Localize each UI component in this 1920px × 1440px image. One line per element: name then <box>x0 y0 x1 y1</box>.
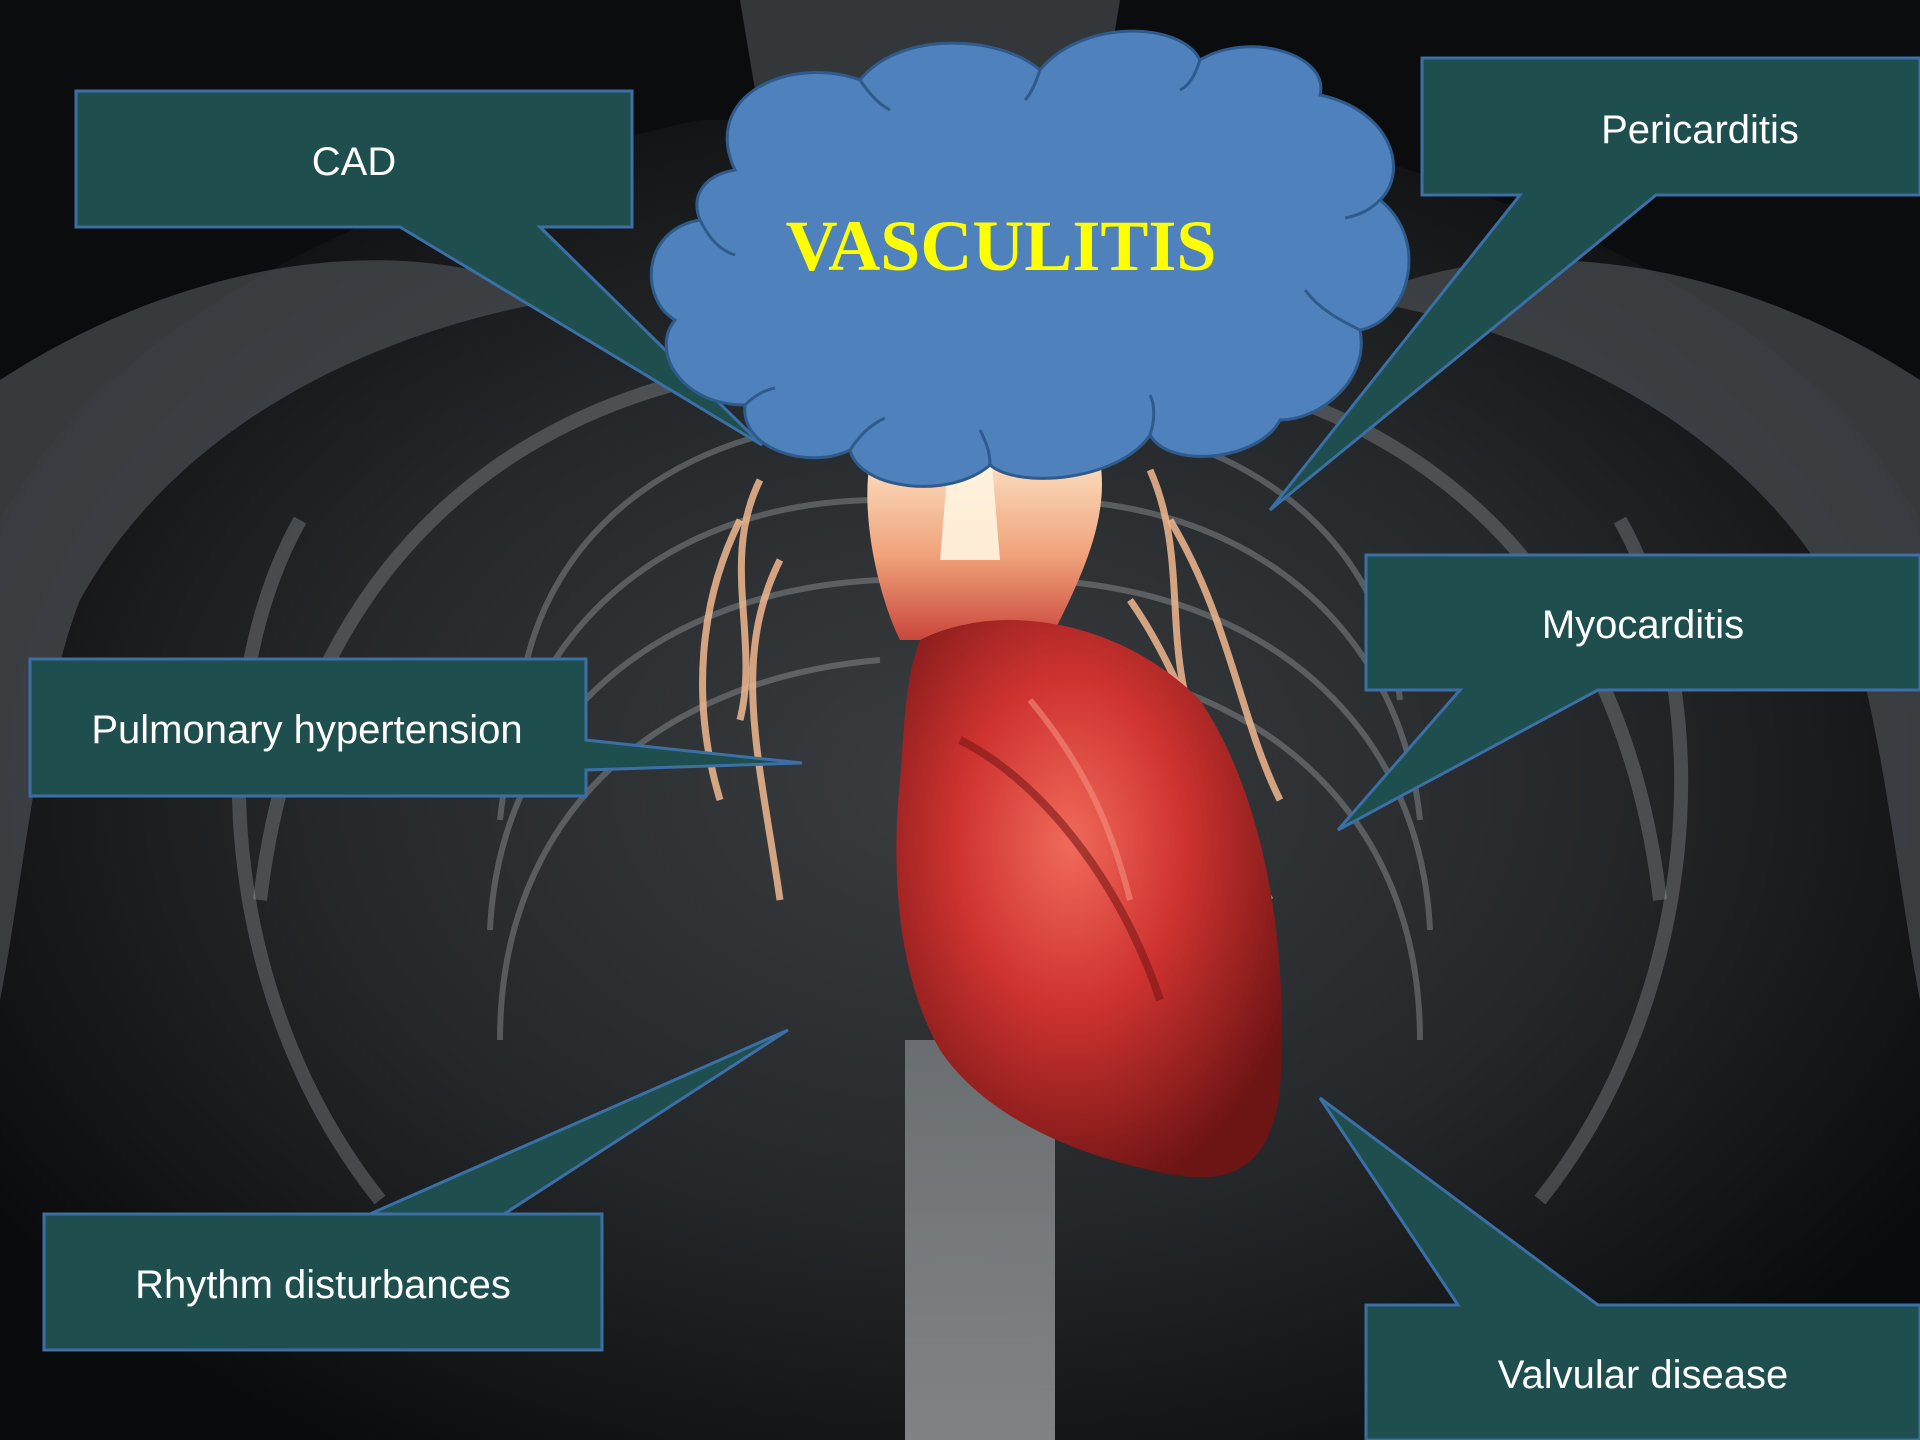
callout-rhythm-disturbances-label: Rhythm disturbances <box>135 1263 511 1307</box>
callout-pulmonary-hypertension-label: Pulmonary hypertension <box>91 708 522 752</box>
callout-pulmonary-hypertension: Pulmonary hypertension <box>30 659 802 796</box>
callout-valvular-disease-label: Valvular disease <box>1498 1353 1789 1397</box>
vasculitis-cloud: VASCULITIS <box>651 31 1409 486</box>
callout-myocarditis: Myocarditis <box>1338 555 1920 830</box>
callout-rhythm-disturbances: Rhythm disturbances <box>44 1030 788 1350</box>
callout-myocarditis-label: Myocarditis <box>1542 603 1744 647</box>
callout-cad-label: CAD <box>312 140 396 184</box>
vasculitis-title: VASCULITIS <box>786 206 1217 286</box>
callout-pericarditis-label: Pericarditis <box>1601 108 1799 152</box>
callout-valvular-disease: Valvular disease <box>1320 1098 1920 1440</box>
